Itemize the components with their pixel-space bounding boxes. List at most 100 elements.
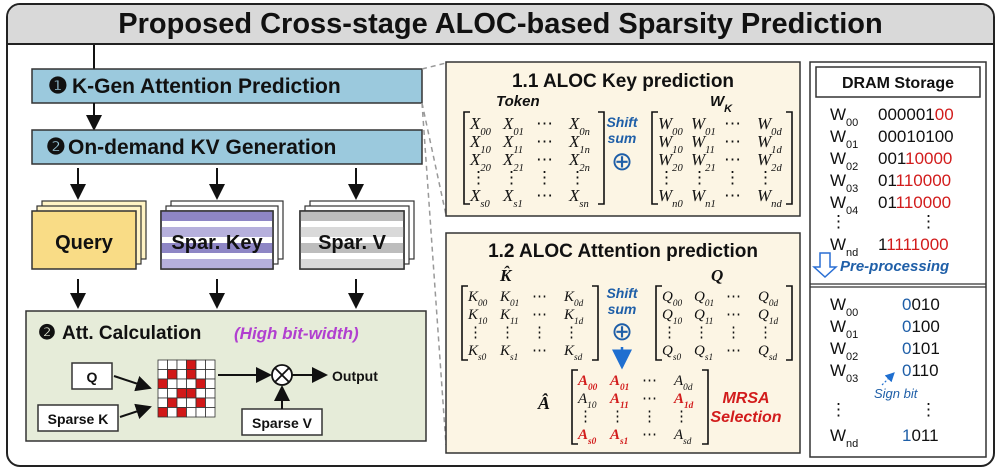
grid-cell — [186, 407, 197, 418]
grid-cell — [195, 359, 206, 370]
matrix-cell: ⋮ — [578, 408, 593, 425]
dram-header: DRAM Storage — [842, 75, 954, 92]
matrix-cell: X01 — [502, 114, 524, 138]
matrix-cell: ⋮ — [757, 168, 774, 187]
matrix-cell: X2n — [568, 150, 590, 174]
key-oplus: ⊕ — [611, 146, 633, 176]
grid-cell — [176, 369, 187, 380]
figure-frame: Proposed Cross-stage ALOC-based Sparsity… — [6, 3, 995, 467]
dram-bottom-label: W02 — [830, 339, 858, 363]
grid-cell — [195, 378, 206, 389]
matrix-cell: Asd — [673, 427, 692, 447]
query-label: Query — [55, 232, 114, 254]
matrix-cell: ⋯ — [724, 132, 741, 151]
dram-top-value: 00110000 — [878, 149, 952, 168]
matrix-cell: Xs1 — [502, 186, 523, 210]
grid-cell — [195, 369, 206, 380]
sign-bit-pointer — [881, 372, 895, 386]
dram-top-value: 00000100 — [878, 105, 954, 124]
step2-label: On-demand KV Generation — [68, 136, 336, 159]
matrix-cell: ⋮ — [470, 168, 487, 187]
matrix-cell: ⋮ — [536, 168, 553, 187]
q-box-label: Q — [87, 369, 98, 385]
grid-cell — [167, 388, 178, 399]
connector-top — [421, 62, 447, 70]
att-marker: ❷ — [38, 322, 56, 344]
matrix-cell: X10 — [469, 132, 492, 156]
matrix-cell: ⋯ — [724, 186, 741, 205]
matrix-cell: Wn1 — [691, 186, 716, 210]
dram-bottom-label: Wnd — [830, 426, 858, 450]
matrix-cell: Q0d — [758, 289, 778, 309]
matrix-cell: Ks0 — [467, 343, 487, 363]
key-shift-label: Shift — [606, 114, 638, 130]
matrix-cell: ⋮ — [758, 324, 773, 341]
matrix-cell: ⋮ — [726, 324, 741, 341]
spar-key-stack: Spar. Key — [160, 200, 284, 270]
grid-cell — [157, 369, 168, 380]
matrix-cell: K11 — [499, 307, 519, 327]
matrix-cell: A0d — [673, 373, 693, 393]
sparse-k-box — [37, 404, 119, 432]
grid-cell — [195, 388, 206, 399]
dram-top-label: W03 — [830, 171, 858, 195]
dram-header-box — [815, 66, 981, 98]
dram-top-value: 01110000 — [878, 171, 951, 190]
matrix-cell: As0 — [577, 427, 597, 447]
matrix-cell: X1n — [568, 132, 590, 156]
matrix-cell: ⋯ — [532, 342, 547, 359]
matrix-cell: X0n — [568, 114, 590, 138]
spar-v-stack: Spar. V — [299, 200, 415, 270]
matrix-cell: A10 — [577, 391, 597, 411]
matrix-cell: Wnd — [757, 186, 782, 210]
grid-cell — [167, 397, 178, 408]
connector-bottom — [421, 102, 447, 446]
k-gen-attention-prediction-box — [31, 68, 423, 104]
grid-cell — [176, 388, 187, 399]
matrix-cell: Qsd — [758, 343, 777, 363]
matrix-cell: A00 — [577, 373, 598, 393]
matrix-cell: ⋯ — [642, 426, 657, 443]
dram-bottom-label: W01 — [830, 317, 858, 341]
figure-title: Proposed Cross-stage ALOC-based Sparsity… — [8, 5, 993, 45]
matrix-cell: A11 — [609, 391, 629, 411]
matrix-cell: ⋮ — [564, 324, 579, 341]
att-shift-label: Shift — [606, 285, 638, 301]
grid-cell — [205, 407, 216, 418]
matrix-cell: Ks1 — [499, 343, 518, 363]
matrix-cell: Qs1 — [694, 343, 713, 363]
on-demand-kv-generation-box — [31, 129, 423, 165]
matrix-cell: W20 — [658, 150, 683, 174]
matrix-cell: ⋮ — [569, 168, 586, 187]
selection-label: Selection — [710, 409, 781, 426]
spar-key-label: Spar. Key — [171, 232, 263, 254]
grid-cell — [186, 397, 197, 408]
att-note: (High bit-width) — [234, 324, 359, 343]
dram-bottom-value: 1011 — [902, 426, 939, 445]
arrow-k-grid — [119, 403, 152, 420]
grid-cell — [167, 359, 178, 370]
matrix-cell: ⋯ — [532, 306, 547, 323]
wk-label: WK — [710, 93, 733, 115]
diagram-canvas: ❶ K-Gen Attention Prediction ❷ On-demand… — [25, 45, 987, 458]
dram-top-label: Wnd — [830, 235, 858, 259]
matrix-cell: ⋯ — [532, 288, 547, 305]
matrix-cell: ⋮ — [674, 408, 689, 425]
matrix-cell: K1d — [563, 307, 584, 327]
matrix-cell: W00 — [658, 114, 683, 138]
spar-v-label: Spar. V — [318, 232, 386, 254]
grid-cell — [195, 397, 206, 408]
matrix-cell: W1d — [757, 132, 782, 156]
dram-top-label: W00 — [830, 105, 858, 129]
pre-processing-label: Pre-processing — [840, 258, 949, 275]
grid-cell — [186, 388, 197, 399]
grid-cell — [157, 378, 168, 389]
matrix-cell: W0d — [757, 114, 782, 138]
matrix-cell: W2d — [757, 150, 782, 174]
dram-bottom-label: W03 — [830, 361, 858, 385]
matrix-cell: Q10 — [662, 307, 682, 327]
